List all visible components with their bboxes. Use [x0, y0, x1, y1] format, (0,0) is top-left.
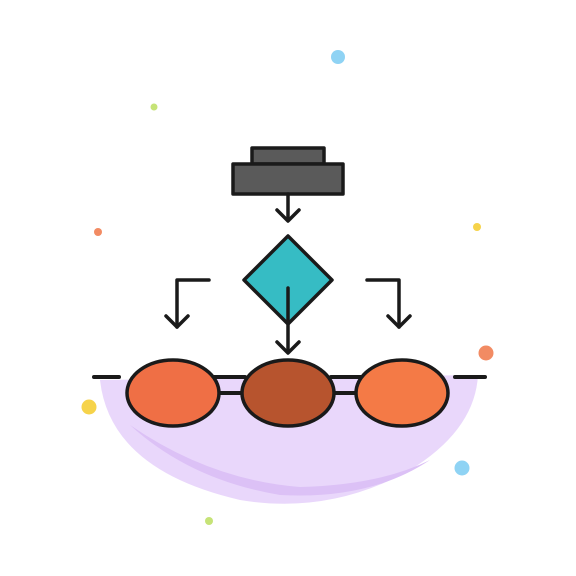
decor-dot	[454, 460, 470, 476]
elbow-arrow-right-icon	[365, 278, 412, 329]
decor-dot	[94, 228, 102, 236]
elbow-arrow-left-icon	[164, 278, 211, 329]
decor-dot	[150, 103, 158, 111]
decor-dot	[473, 223, 481, 231]
decor-dot	[205, 517, 213, 525]
decor-dot	[478, 345, 494, 361]
decor-dot	[331, 50, 345, 64]
decor-dot	[81, 399, 97, 415]
decorative-dots	[81, 50, 494, 525]
process-oval-right	[354, 358, 450, 428]
process-oval-center	[240, 358, 336, 428]
start-block	[231, 146, 345, 196]
arrow-down-icon	[275, 286, 301, 355]
process-oval-left	[125, 358, 221, 428]
start-block-base	[231, 162, 345, 196]
start-block-top	[250, 146, 326, 166]
arrow-down-icon	[275, 192, 301, 223]
